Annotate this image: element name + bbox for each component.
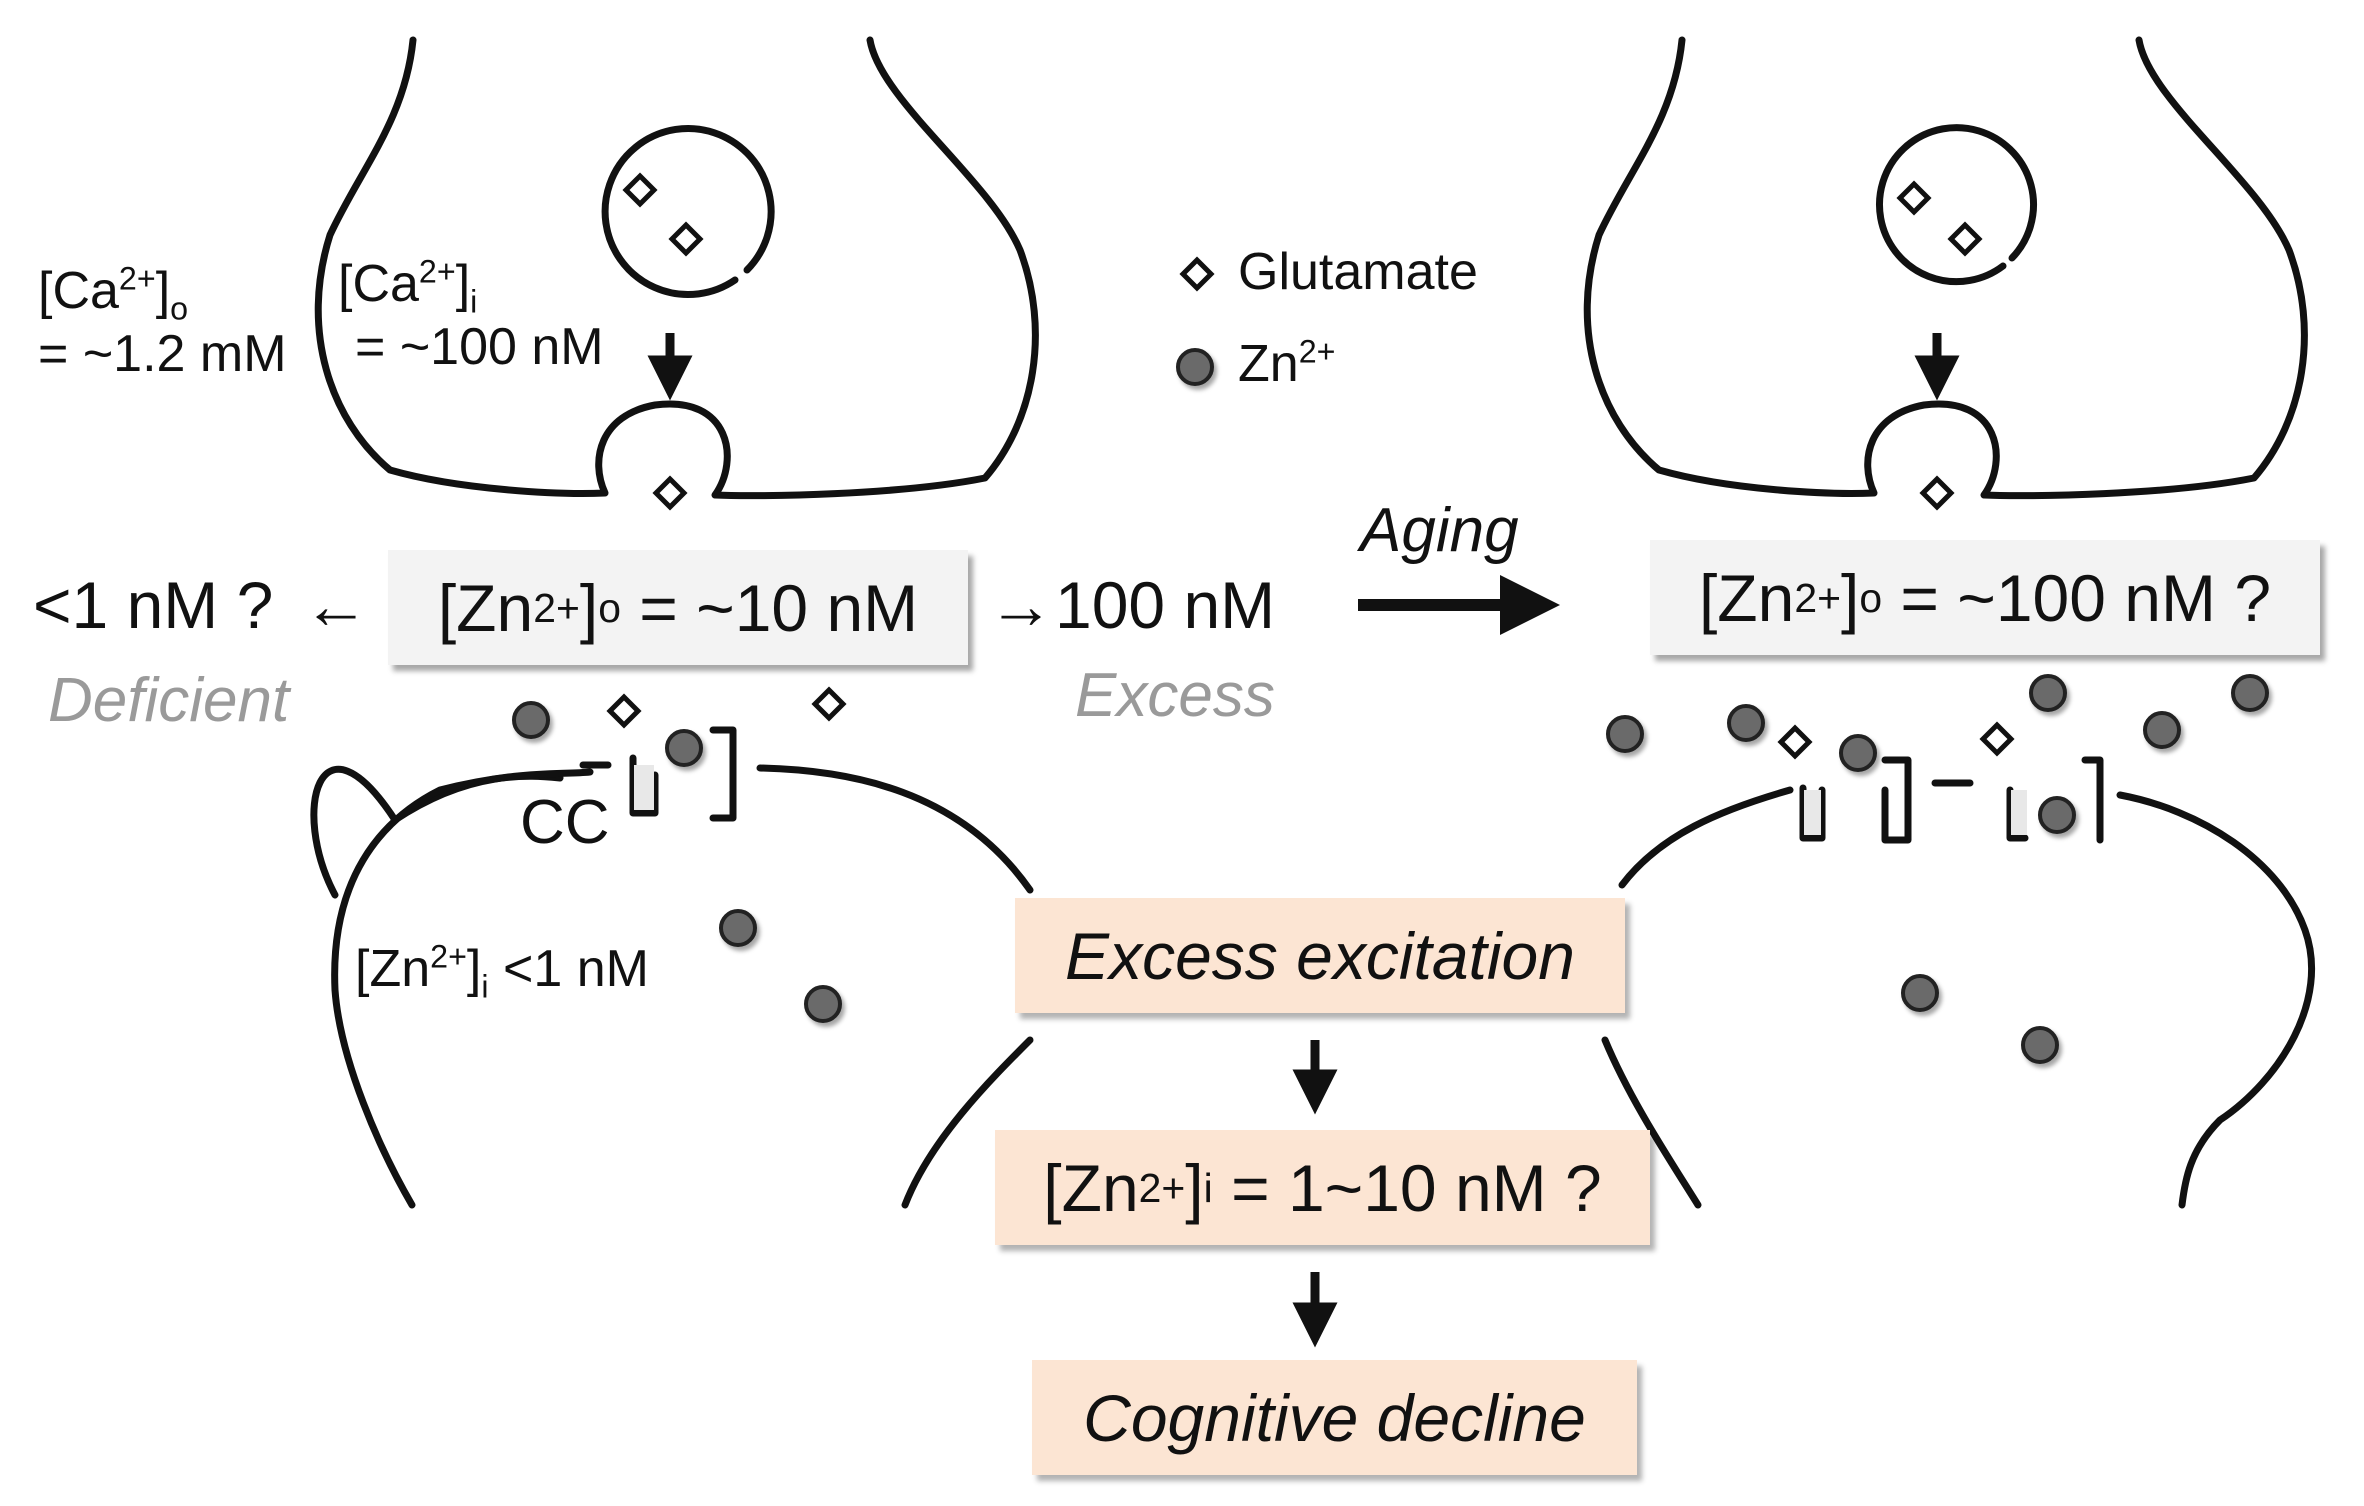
zinc-icon bbox=[2021, 1026, 2059, 1064]
glutamate-icon bbox=[606, 693, 642, 729]
zinc-icon bbox=[719, 909, 757, 947]
deficient-value: <1 nM ? bbox=[33, 568, 274, 642]
legend-glutamate-label: Glutamate bbox=[1238, 243, 1478, 301]
glutamate-icon bbox=[1179, 256, 1215, 292]
left-receptor-closed bbox=[709, 726, 737, 822]
left-postsynaptic-membrane-main bbox=[331, 768, 594, 1209]
cognitive-decline-box: Cognitive decline bbox=[1032, 1360, 1637, 1475]
zinc-icon bbox=[2038, 796, 2076, 834]
left-channel-interior bbox=[634, 765, 654, 810]
right-channel-interior-2 bbox=[2011, 790, 2027, 835]
right-postsynaptic-membrane bbox=[1618, 786, 1794, 889]
glutamate-icon bbox=[668, 221, 704, 257]
zinc-icon bbox=[1727, 704, 1765, 742]
deficient-label: Deficient bbox=[48, 666, 290, 735]
zinc-icon bbox=[2231, 674, 2269, 712]
glutamate-icon bbox=[1896, 180, 1932, 216]
ca-inside-value: = ~100 nM bbox=[355, 318, 604, 376]
left-postsynaptic-membrane-right bbox=[756, 764, 1034, 894]
deficient-arrow: ← bbox=[303, 568, 369, 642]
left-postsynaptic-membrane-low bbox=[901, 1036, 1034, 1209]
right-postsynaptic-membrane-right bbox=[2116, 791, 2316, 1209]
glutamate-icon bbox=[1919, 475, 1955, 511]
glutamate-icon bbox=[811, 686, 847, 722]
left-vesicle bbox=[601, 125, 775, 298]
zinc-icon bbox=[1606, 715, 1644, 753]
zinc-icon bbox=[512, 701, 550, 739]
right-receptor-2 bbox=[1881, 756, 1912, 844]
zinc-icon bbox=[804, 985, 842, 1023]
zinc-icon bbox=[2143, 711, 2181, 749]
zinc-icon bbox=[1176, 348, 1214, 386]
excess-label: Excess bbox=[1075, 661, 1275, 730]
zinc-icon bbox=[1901, 974, 1939, 1012]
left-presynaptic-membrane bbox=[314, 36, 1039, 500]
right-channel-interior-1 bbox=[1804, 790, 1821, 835]
zinc-icon bbox=[1839, 734, 1877, 772]
right-postsynaptic-membrane-left bbox=[1601, 1036, 1702, 1209]
zinc-icon bbox=[2029, 674, 2067, 712]
right-receptor-1 bbox=[1799, 784, 1826, 842]
right-receptor-4 bbox=[2081, 756, 2104, 844]
glutamate-icon bbox=[1979, 721, 2015, 757]
right-receptor-3 bbox=[2006, 786, 2029, 842]
aging-label: Aging bbox=[1360, 496, 1519, 565]
zinc-icon bbox=[665, 729, 703, 767]
excess-value: 100 nM bbox=[1055, 568, 1276, 642]
right-presynaptic-membrane bbox=[1583, 36, 2308, 500]
excess-arrow: → bbox=[988, 568, 1054, 642]
zinc-intracellular-label: [Zn2+]i <1 nM bbox=[355, 938, 649, 1005]
right-vesicle bbox=[1876, 124, 2037, 286]
glutamate-icon bbox=[1947, 221, 1983, 257]
channel-label: CC bbox=[520, 788, 610, 857]
glutamate-icon bbox=[652, 475, 688, 511]
glutamate-icon bbox=[622, 172, 658, 208]
glutamate-icon bbox=[1777, 724, 1813, 760]
ca-outside-label: [Ca2+]o bbox=[38, 260, 189, 327]
ca-inside-label: [Ca2+]i bbox=[338, 253, 478, 320]
left-receptor-open bbox=[629, 754, 659, 817]
legend-zinc-label: Zn2+ bbox=[1238, 333, 1336, 393]
excess-excitation-box: Excess excitation bbox=[1015, 898, 1625, 1013]
ca-outside-value: = ~1.2 mM bbox=[38, 325, 287, 383]
